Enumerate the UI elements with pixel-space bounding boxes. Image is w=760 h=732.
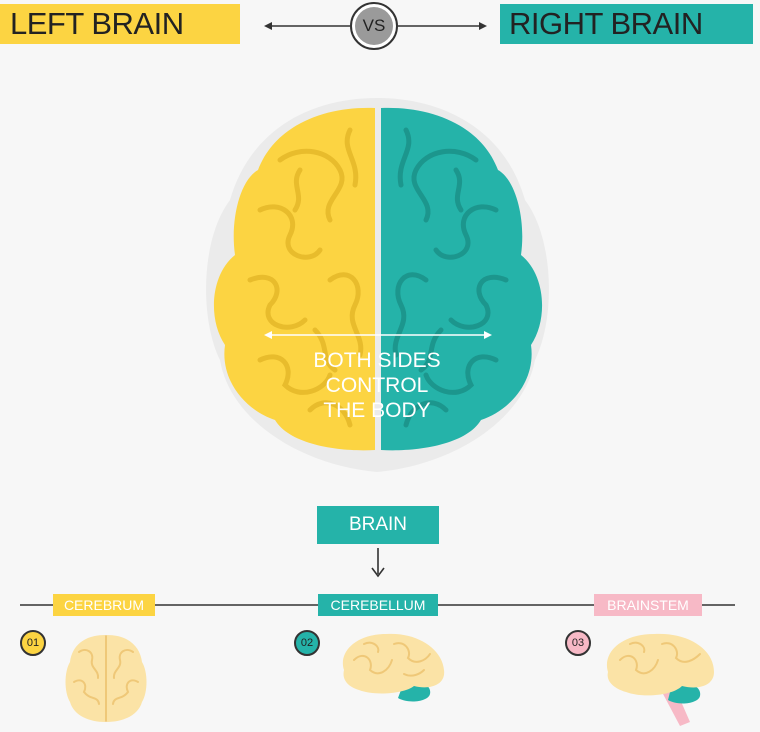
vs-badge: VS (350, 2, 398, 50)
brain-label-box: BRAIN (317, 506, 439, 544)
cerebrum-illustration (65, 635, 147, 722)
vs-label: VS (362, 16, 386, 35)
cerebellum-label: CEREBELLUM (318, 594, 438, 616)
timeline-lines (20, 548, 735, 606)
number-badge-01: 01 (20, 630, 46, 656)
caption-line-3: THE BODY (323, 399, 431, 422)
cerebellum-illustration (342, 633, 445, 702)
right-brain-title: RIGHT BRAIN (500, 4, 753, 44)
number-badge-02: 02 (294, 630, 320, 656)
header-arrows (264, 22, 487, 30)
brain-top-view-illustration (206, 98, 549, 472)
cerebrum-label: CEREBRUM (53, 594, 155, 616)
left-brain-title: LEFT BRAIN (0, 4, 240, 44)
caption-line-2: CONTROL (325, 374, 429, 397)
brainstem-label: BRAINSTEM (594, 594, 702, 616)
caption-line-1: BOTH SIDES (313, 349, 441, 372)
brainstem-illustration (606, 633, 714, 726)
number-badge-03: 03 (565, 630, 591, 656)
both-sides-caption: BOTH SIDES CONTROL THE BODY (280, 348, 474, 423)
